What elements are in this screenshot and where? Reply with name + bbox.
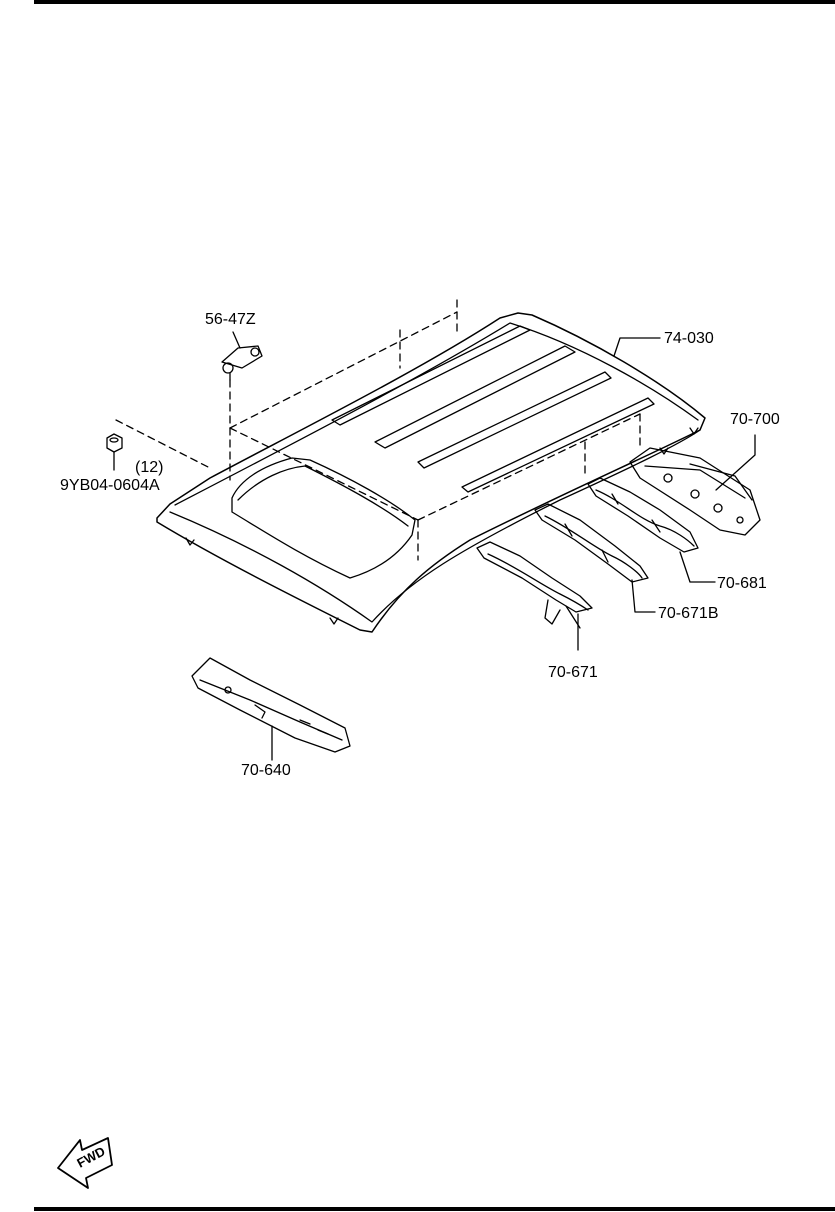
label-56-47z: 56-47Z bbox=[205, 311, 256, 328]
roof-rib-4 bbox=[461, 397, 655, 493]
roof-panel bbox=[156, 312, 706, 633]
roof-bow-70-681 bbox=[587, 477, 699, 553]
nut-9yb04 bbox=[106, 433, 123, 471]
bottom-border-rule bbox=[34, 1207, 835, 1211]
label-70-640: 70-640 bbox=[241, 762, 291, 779]
fwd-label: FWD bbox=[74, 1144, 107, 1171]
top-border-rule bbox=[34, 0, 835, 4]
roof-bow-70-671 bbox=[476, 541, 593, 629]
label-70-671: 70-671 bbox=[548, 664, 598, 681]
label-70-681: 70-681 bbox=[717, 575, 767, 592]
assembly-dashed-lines bbox=[115, 299, 641, 561]
label-70-700: 70-700 bbox=[730, 411, 780, 428]
leader-lines bbox=[232, 331, 756, 761]
torque-value: (12) bbox=[135, 459, 163, 476]
label-70-671b: 70-671B bbox=[658, 605, 719, 622]
clip-56-47z bbox=[221, 345, 263, 381]
label-9yb04-0604a: 9YB04-0604A bbox=[60, 477, 160, 494]
roof-bow-70-671b bbox=[534, 503, 649, 583]
front-header-70-640 bbox=[191, 657, 351, 753]
sunroof-opening bbox=[231, 457, 416, 579]
roof-rib-1 bbox=[331, 325, 531, 426]
roof-rib-2 bbox=[374, 345, 576, 449]
rear-header-70-700 bbox=[629, 447, 761, 536]
fwd-arrow-icon bbox=[57, 1137, 113, 1189]
callout-labels: 56-47Z 74-030 70-700 70-681 70-671B 70-6… bbox=[60, 311, 780, 1171]
roof-rib-3 bbox=[417, 371, 612, 469]
label-74-030: 74-030 bbox=[664, 330, 714, 347]
